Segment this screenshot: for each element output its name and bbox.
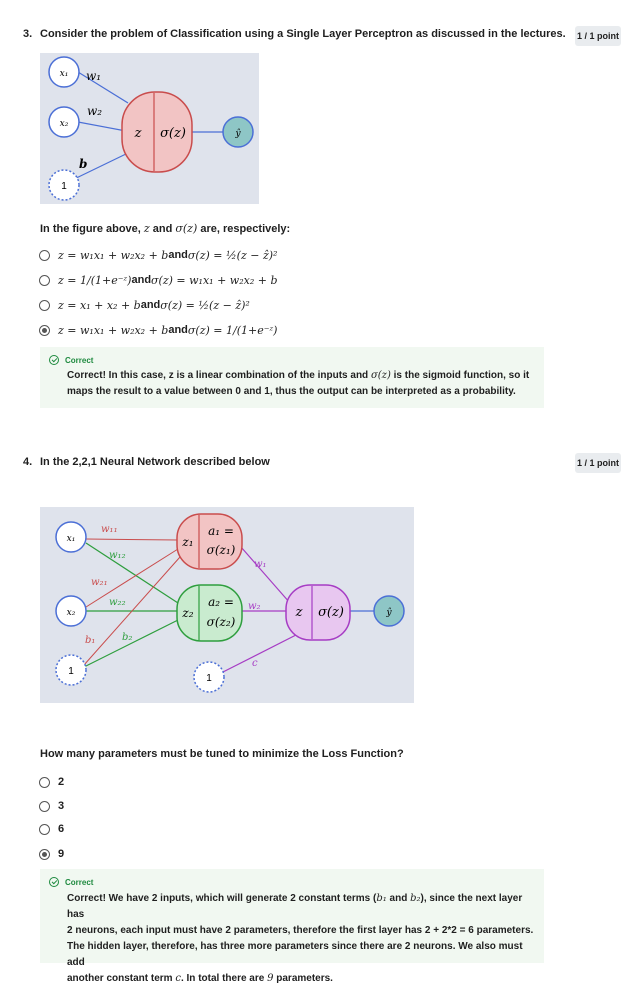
question-3-title: Consider the problem of Classification u…	[40, 28, 566, 40]
label-bias-one: 1	[61, 181, 67, 192]
label-z1: z₁	[181, 535, 193, 549]
radio-button[interactable]	[39, 249, 50, 261]
bias-node-hidden	[193, 661, 225, 693]
question-3-prompt: In the figure above, z and σ(z) are, res…	[40, 222, 291, 235]
label-sigma-z2: σ(z₂)	[207, 615, 236, 629]
check-circle-icon	[49, 355, 59, 365]
question-4-prompt: How many parameters must be tuned to min…	[40, 748, 404, 760]
label-a1: a₁ =	[208, 524, 234, 538]
q3-option-1[interactable]: z = w₁x₁ + w₂x₂ + b and σ(z) = ½(z − ẑ)²	[39, 247, 277, 263]
radio-button[interactable]	[39, 274, 50, 286]
label-a2: a₂ =	[208, 595, 234, 609]
label-b1: b₁	[85, 635, 95, 646]
label-w1: w₁	[86, 69, 101, 83]
feedback-status: Correct	[65, 355, 94, 365]
label-yhat: ŷ	[234, 128, 241, 139]
hidden-neuron-2	[176, 584, 243, 642]
label-w21: w₂₁	[91, 577, 108, 588]
question-4-feedback: Correct Correct! We have 2 inputs, which…	[40, 869, 544, 984]
question-4-number: 4.	[23, 456, 33, 468]
q4-option-4[interactable]: 9	[39, 846, 64, 862]
q4-option-2[interactable]: 3	[39, 798, 64, 814]
question-3-points-badge: 1 / 1 point	[575, 26, 621, 46]
label-w12: w₁₂	[109, 550, 126, 561]
q4-option-3[interactable]: 6	[39, 821, 64, 837]
radio-button-selected[interactable]	[39, 324, 50, 336]
output-node	[373, 595, 405, 627]
label-w11: w₁₁	[101, 524, 118, 535]
label-out-w1: w₁	[254, 559, 267, 570]
label-x1: x₁	[60, 69, 69, 79]
input-node-x1	[48, 56, 80, 88]
input-node-x2	[48, 106, 80, 138]
label-sigma: σ(z)	[160, 126, 186, 141]
question-3-feedback: Correct Correct! In this case, z is a li…	[40, 347, 544, 408]
bias-node-input	[55, 654, 87, 686]
q3-option-3[interactable]: z = x₁ + x₂ + b and σ(z) = ½(z − ẑ)²	[39, 297, 250, 313]
radio-button[interactable]	[39, 299, 50, 311]
label-bias-one-hidden: 1	[206, 673, 212, 684]
question-4-points-badge: 1 / 1 point	[575, 453, 621, 473]
label-b2: b₂	[122, 632, 132, 643]
hidden-neuron-1	[176, 513, 243, 570]
feedback-text: Correct! In this case, z is a linear com…	[67, 370, 530, 397]
label-b: b	[79, 157, 87, 171]
q4-option-1[interactable]: 2	[39, 774, 64, 790]
check-circle-icon	[49, 877, 59, 887]
radio-button[interactable]	[39, 776, 50, 788]
question-3-number: 3.	[23, 28, 33, 40]
radio-button[interactable]	[39, 823, 50, 835]
q3-option-2[interactable]: z = 1/(1+e⁻ᶻ) and σ(z) = w₁x₁ + w₂x₂ + b	[39, 272, 277, 288]
bias-node	[48, 169, 80, 201]
radio-button-selected[interactable]	[39, 848, 50, 860]
input-node-x2	[55, 595, 87, 627]
label-sigma: σ(z)	[318, 605, 344, 620]
label-out-w2: w₂	[248, 601, 261, 612]
output-node	[222, 116, 254, 148]
feedback-status: Correct	[65, 877, 94, 887]
feedback-text: Correct! We have 2 inputs, which will ge…	[67, 893, 534, 984]
q3-option-4[interactable]: z = w₁x₁ + w₂x₂ + b and σ(z) = 1/(1+e⁻ᶻ)	[39, 322, 277, 338]
label-w22: w₂₂	[109, 597, 126, 608]
label-x2: x₂	[60, 119, 69, 129]
label-x2: x₂	[67, 608, 76, 618]
label-z2: z₂	[181, 606, 193, 620]
neuron-node	[121, 91, 193, 173]
input-node-x1	[55, 521, 87, 553]
label-bias-one-input: 1	[68, 666, 74, 677]
label-yhat: ŷ	[385, 607, 392, 618]
radio-button[interactable]	[39, 800, 50, 812]
output-neuron	[285, 584, 351, 641]
label-w2: w₂	[87, 104, 102, 118]
label-c: c	[252, 658, 258, 669]
label-x1: x₁	[67, 534, 76, 544]
perceptron-figure: x₁ x₂ 1 w₁ w₂ b z σ(z) ŷ	[40, 53, 259, 204]
neural-network-figure: x₁ x₂ 1 1 w₁₁ w₁₂ w₂₁ w₂₂ b₁ b₂ z₁ a₁ = …	[40, 507, 414, 703]
question-4-title: In the 2,2,1 Neural Network described be…	[40, 456, 270, 468]
label-z: z	[134, 126, 142, 141]
label-sigma-z1: σ(z₁)	[207, 543, 236, 557]
label-z: z	[295, 605, 303, 620]
